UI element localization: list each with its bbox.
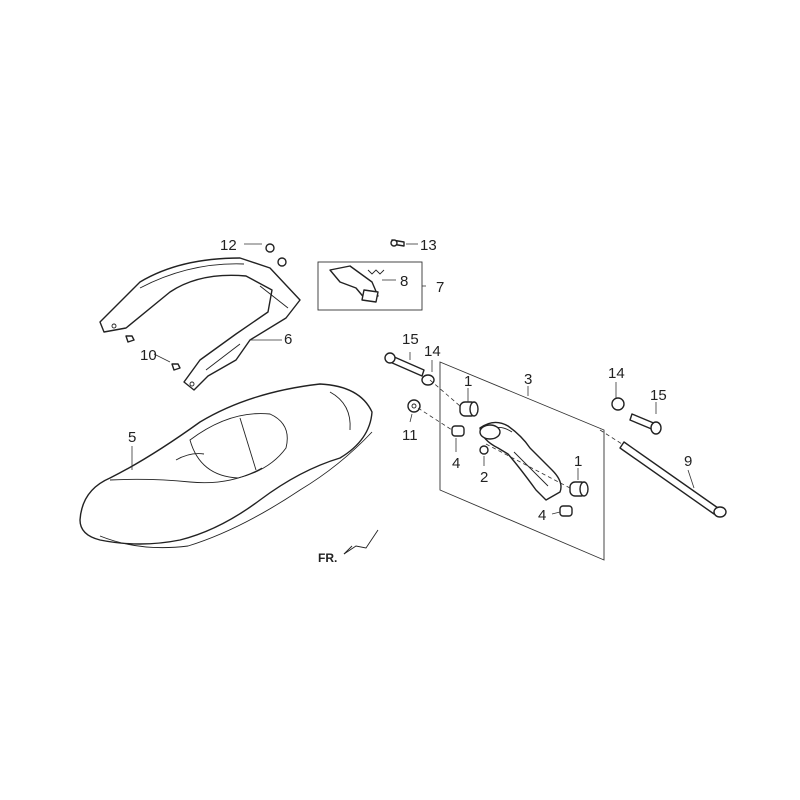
- screw-13: [390, 239, 405, 247]
- rear-grab-rail: [99, 257, 301, 391]
- label-12: 12: [220, 237, 237, 254]
- label-5: 5: [128, 429, 136, 446]
- label-14-right: 14: [608, 365, 625, 382]
- nut-14-right: [611, 397, 625, 411]
- label-1-top: 1: [464, 373, 472, 390]
- label-10: 10: [140, 347, 157, 364]
- nut-14-left: [421, 374, 435, 386]
- bolt-15-right: [629, 413, 662, 435]
- label-11: 11: [402, 427, 418, 444]
- label-15-left: 15: [402, 331, 419, 348]
- pin-2: [479, 445, 489, 455]
- seat-hinge-bracket: [479, 421, 562, 501]
- label-3: 3: [524, 371, 532, 388]
- collar-4b: [559, 505, 573, 517]
- label-4-bottom: 4: [538, 507, 546, 524]
- nut-11: [407, 399, 421, 413]
- label-15-right: 15: [650, 387, 667, 404]
- label-6: 6: [284, 331, 292, 348]
- nut-10: [125, 335, 181, 371]
- front-direction-arrow-icon: [343, 529, 379, 555]
- label-14-left: 14: [424, 343, 441, 360]
- bolt-15-left: [384, 352, 425, 377]
- seat: [79, 383, 373, 549]
- label-9: 9: [684, 453, 692, 470]
- seat-latch: [329, 265, 379, 303]
- label-4-top: 4: [452, 455, 460, 472]
- front-direction-label: FR.: [318, 551, 337, 565]
- shaft-9: [619, 441, 727, 518]
- bushing-1a: [459, 401, 479, 417]
- spring-8: [367, 269, 385, 275]
- leader-lines: [131, 243, 695, 515]
- collar-4a: [451, 425, 465, 437]
- label-8: 8: [400, 273, 408, 290]
- assembly-box-3: [439, 361, 605, 561]
- label-2: 2: [480, 469, 488, 486]
- label-13: 13: [420, 237, 437, 254]
- bushing-1b: [569, 481, 589, 497]
- label-7: 7: [436, 279, 444, 296]
- bolt-12: [265, 243, 287, 267]
- label-1-bottom: 1: [574, 453, 582, 470]
